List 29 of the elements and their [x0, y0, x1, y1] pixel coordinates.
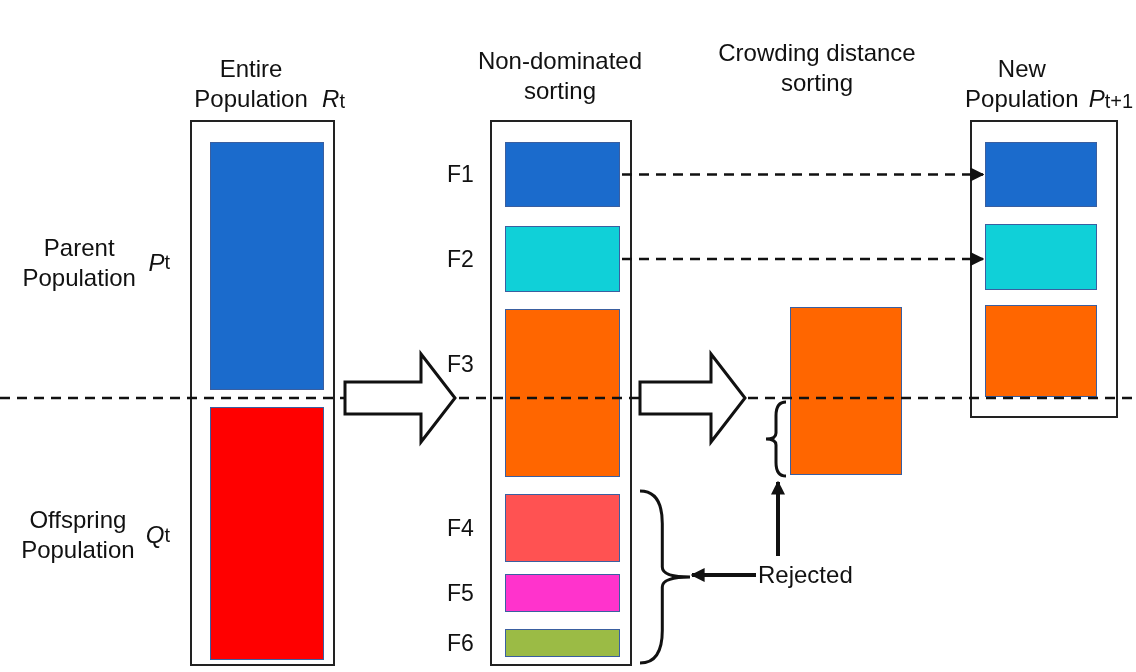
population-bar	[505, 309, 620, 477]
population-bar	[210, 142, 324, 390]
front-label: F1	[447, 160, 474, 189]
front-label: F4	[447, 514, 474, 543]
column-heading: Non-dominated sorting	[476, 46, 644, 106]
block-arrow	[343, 349, 457, 447]
population-bar	[505, 494, 620, 562]
front-label: F6	[447, 629, 474, 657]
arrow	[690, 568, 756, 582]
curly-brace	[764, 400, 788, 478]
population-bar	[505, 574, 620, 612]
population-bar	[505, 226, 620, 292]
population-bar	[985, 142, 1097, 207]
arrow	[622, 167, 985, 182]
front-label: F5	[447, 579, 474, 608]
front-label: F2	[447, 245, 474, 274]
status-label: Rejected	[758, 558, 878, 592]
population-bar	[505, 142, 620, 207]
front-label: F3	[447, 350, 474, 379]
population-bar	[790, 307, 902, 475]
population-bar	[505, 629, 620, 657]
arrow	[771, 480, 785, 556]
block-arrow	[638, 349, 747, 447]
population-bar	[985, 224, 1097, 290]
arrow	[622, 252, 985, 266]
population-bar	[210, 407, 324, 660]
row-label: Crowding distance sorting	[717, 38, 917, 98]
population-bar	[985, 305, 1097, 397]
curly-brace	[638, 488, 692, 666]
